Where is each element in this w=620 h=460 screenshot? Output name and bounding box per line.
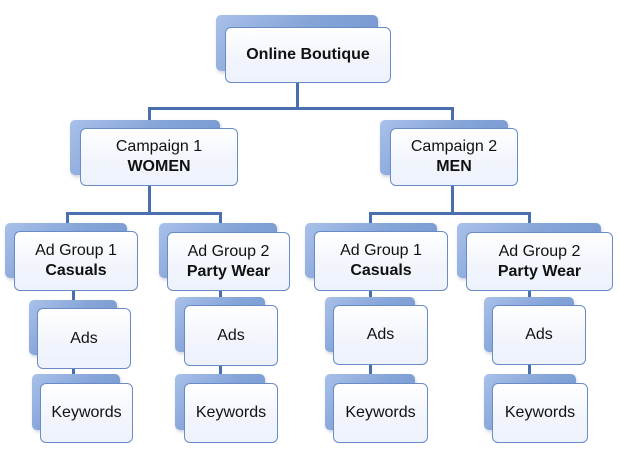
connector-women-adgroups-bar [66, 212, 222, 215]
adgroup-label: Ad Group 2 [187, 242, 270, 260]
campaign-label: Campaign 1 [115, 138, 203, 155]
keywords-label: Keywords [504, 404, 576, 421]
connector-root-down [296, 82, 299, 109]
adgroup-theme: Party Wear [497, 262, 582, 280]
ads-label: Ads [70, 329, 98, 347]
adgroup-theme: Party Wear [186, 262, 271, 280]
ads-label: Ads [217, 326, 245, 344]
adgroup-label: Ad Group 2 [498, 242, 581, 260]
campaign-label: Campaign 2 [410, 138, 498, 155]
root-label: Online Boutique [246, 46, 370, 63]
adgroup-label: Ad Group 1 [340, 242, 422, 259]
adgroup-theme: Casuals [350, 262, 412, 279]
keywords-label: Keywords [195, 404, 267, 421]
connector-campaign2-up [451, 107, 454, 121]
adgroup-theme: Casuals [45, 262, 107, 279]
adgroup-label: Ad Group 1 [35, 242, 117, 259]
keywords-label: Keywords [51, 404, 122, 421]
connector-women-ag2-up [219, 212, 222, 224]
connector-men-adgroups-bar [369, 212, 531, 215]
campaign-audience: MEN [436, 158, 472, 175]
connector-men-ag2-up [528, 212, 531, 224]
ads-label: Ads [525, 326, 553, 343]
campaign-audience: WOMEN [127, 158, 191, 175]
connector-campaign2-down [451, 185, 454, 214]
ads-label: Ads [366, 326, 395, 343]
connector-campaigns-bar [148, 107, 454, 110]
connector-women-ag1-up [66, 212, 69, 224]
connector-campaign1-down [148, 185, 151, 214]
keywords-label: Keywords [345, 404, 416, 421]
connector-campaign1-up [148, 107, 151, 121]
connector-men-ag1-up [369, 212, 372, 224]
